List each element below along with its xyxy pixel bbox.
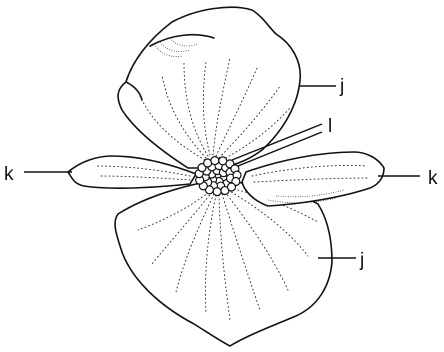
- label-right-petal: k: [428, 168, 438, 189]
- label-lower-petal: j: [359, 250, 364, 271]
- label-upper-petal: j: [339, 76, 344, 97]
- stamen: [213, 188, 221, 196]
- right-petal: [242, 152, 384, 206]
- stamen: [211, 157, 219, 165]
- label-stamens: l: [328, 116, 332, 137]
- label-left-petal: k: [4, 164, 14, 185]
- stamen: [228, 183, 236, 191]
- lower-petal: [115, 182, 332, 346]
